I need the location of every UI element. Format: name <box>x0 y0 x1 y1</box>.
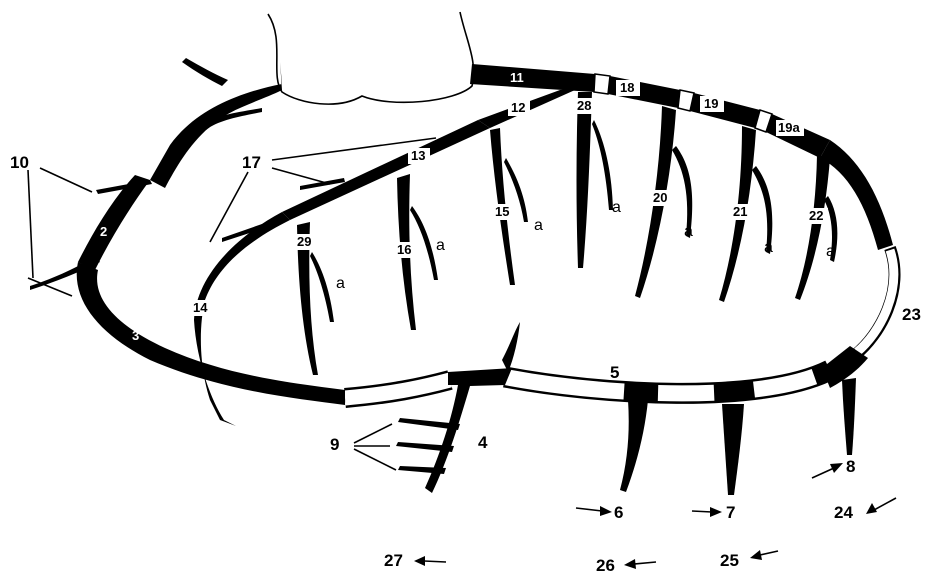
leader-10-b <box>28 170 33 278</box>
segment-5-band-fill <box>505 370 830 393</box>
leader-10-a <box>40 168 92 192</box>
label-7: 7 <box>726 503 735 522</box>
arrow-6 <box>576 506 612 516</box>
label-a-28: a <box>612 199 621 216</box>
label-10: 10 <box>10 153 29 172</box>
label-19a: 19a <box>778 120 800 135</box>
label-12: 12 <box>511 100 525 115</box>
segment-circumflex-distal <box>820 140 893 250</box>
leader-17-b <box>272 168 330 184</box>
label-2: 2 <box>100 224 107 239</box>
segment-28-sub-a <box>592 120 613 210</box>
label-29: 29 <box>297 234 311 249</box>
label-6: 6 <box>614 503 623 522</box>
label-19: 19 <box>704 96 718 111</box>
label-27: 27 <box>384 551 403 570</box>
leader-9-a <box>354 424 392 443</box>
label-3: 3 <box>132 328 139 343</box>
label-9: 9 <box>330 435 339 454</box>
label-8: 8 <box>846 457 855 476</box>
label-15: 15 <box>495 204 509 219</box>
arrow-27 <box>414 556 446 566</box>
label-17: 17 <box>242 153 261 172</box>
segment-22-branch <box>795 155 830 300</box>
label-14: 14 <box>193 300 208 315</box>
label-4: 4 <box>478 433 488 452</box>
label-20: 20 <box>653 190 667 205</box>
segment-1-branch-top <box>182 58 228 86</box>
segment-7-branch <box>722 404 744 495</box>
label-25: 25 <box>720 551 739 570</box>
label-23: 23 <box>902 305 921 324</box>
segment-18-white <box>594 74 610 94</box>
label-a-29: a <box>336 275 345 292</box>
arrow-8 <box>812 463 843 478</box>
arrow-25 <box>750 550 778 560</box>
label-16: 16 <box>397 242 411 257</box>
segment-28-branch <box>577 92 593 268</box>
label-a-22: a <box>826 243 835 260</box>
segment-11-vessel <box>470 64 595 92</box>
label-22: 22 <box>809 208 823 223</box>
arrow-24 <box>866 498 896 514</box>
arrow-26 <box>624 559 656 569</box>
segment-8-branch <box>842 378 856 455</box>
label-a-15: a <box>534 217 543 234</box>
label-28: 28 <box>577 98 591 113</box>
leader-9-c <box>354 449 396 470</box>
label-a-16: a <box>436 237 445 254</box>
label-a-20: a <box>684 223 693 240</box>
label-11: 11 <box>510 70 524 85</box>
aortic-root <box>268 12 474 104</box>
label-26: 26 <box>596 556 615 571</box>
label-21: 21 <box>733 204 747 219</box>
label-13: 13 <box>411 148 425 163</box>
label-24: 24 <box>834 503 853 522</box>
label-18: 18 <box>620 80 634 95</box>
segment-4-stub <box>502 322 520 372</box>
label-1: 1 <box>170 120 177 135</box>
arrow-7 <box>692 507 722 517</box>
segment-13-vessel <box>282 120 490 220</box>
segment-29-sub-a <box>310 252 334 322</box>
label-a-21: a <box>764 239 773 256</box>
label-5: 5 <box>610 363 619 382</box>
segment-6-branch <box>620 400 648 492</box>
